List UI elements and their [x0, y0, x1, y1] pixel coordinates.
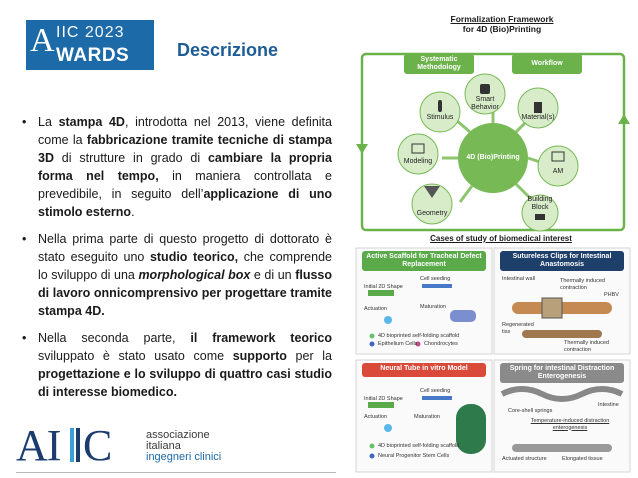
- c3-scaffold-legend: 4D bioprinted self-folding scaffold: [378, 443, 460, 449]
- legend-dot-green: [369, 333, 375, 339]
- case1-sheet: [368, 290, 394, 296]
- c2-contraction-bottom: Thermally induced contraction: [564, 340, 609, 353]
- thermometer-icon: [438, 100, 442, 112]
- aiic-bar-dark: [76, 428, 80, 462]
- framework-figure: Formalization Framework for 4D (Bio)Prin…: [352, 8, 634, 474]
- c3-actuation: Actuation: [364, 414, 387, 420]
- bullet-text: La stampa 4D, introdotta nel 2013, viene…: [38, 115, 332, 219]
- c1-scaffold-legend: 4D bioprinted self-folding scaffold: [378, 333, 460, 339]
- legend-dot-green: [369, 443, 375, 449]
- geometry-icon: [424, 186, 440, 198]
- bullet-item: • Nella seconda parte, il framework teor…: [22, 329, 332, 401]
- figure-title: Formalization Framework for 4D (Bio)Prin…: [450, 14, 554, 34]
- c2-regenerated: Regenerated tiss: [502, 322, 534, 335]
- node-modeling: Modeling: [403, 158, 433, 165]
- case1-seeded: [422, 284, 452, 288]
- logo-bottom: WARDS: [56, 45, 130, 66]
- aiic-bar-light: [70, 428, 74, 462]
- slide-title: Descrizione: [177, 40, 279, 60]
- cases-title: Cases of study of biomedical interest: [430, 234, 572, 243]
- chip-icon: [480, 84, 490, 94]
- case3-sheet: [368, 402, 394, 408]
- bullet-item: • La stampa 4D, introdotta nel 2013, vie…: [22, 113, 332, 221]
- bullet-text: Nella seconda parte, il framework teoric…: [38, 331, 332, 399]
- modeling-icon: [411, 143, 425, 154]
- aiic-letters: AI: [16, 421, 61, 470]
- c4-core-shell: Core-shell springs: [508, 408, 553, 414]
- footer-divider: [16, 472, 336, 473]
- c1-cell-seeding: Cell seeding: [420, 276, 451, 282]
- node-geometry: Geometry: [416, 210, 448, 217]
- c4-elongated: Elongated tissue: [562, 456, 603, 462]
- bullet-item: • Nella prima parte di questo progetto d…: [22, 230, 332, 320]
- center-circle: [458, 123, 528, 193]
- aiic-logo: AI C associazione italiana ingegneri cli…: [16, 420, 336, 474]
- legend-dot-blue: [369, 341, 375, 347]
- c4-temperature: Temperature-induced distraction enteroge…: [530, 418, 610, 431]
- legend-dot-blue: [369, 453, 375, 459]
- c1-maturation: Maturation: [420, 304, 446, 310]
- node-smart-behavior: Smart Behavior: [471, 96, 499, 111]
- case3-header: Neural Tube in vitro Model: [362, 363, 486, 377]
- case4-intestine: [500, 386, 624, 402]
- printer-icon: [551, 151, 565, 162]
- material-icon: [534, 102, 542, 113]
- case2-header: Sutureless Clips for Intestinal Anastomo…: [500, 251, 624, 271]
- bullet-dot: •: [22, 331, 27, 345]
- c1-chondrocytes-legend: Chondrocytes: [424, 341, 458, 347]
- aiic-letter-c: C: [83, 421, 113, 470]
- pill-systematic-methodology: Systematic Methodology: [404, 54, 474, 74]
- awards-logo: A IIC 2023 WARDS: [26, 20, 154, 70]
- c1-epithelium-legend: Epithelium Cells: [378, 341, 418, 347]
- legend-dot-pink: [415, 341, 421, 347]
- pill-workflow: Workflow: [512, 54, 582, 74]
- node-am: AM: [552, 168, 564, 175]
- block-icon: [535, 214, 545, 220]
- case1-tube: [450, 310, 476, 322]
- c2-intestinal-wall: Intestinal wall: [502, 276, 536, 282]
- logo-letter: A: [30, 22, 55, 59]
- framework-frame: [360, 52, 626, 232]
- c2-phbv: PHBV: [604, 292, 619, 298]
- c3-neural-legend: Neural Progenitor Stem Cells: [378, 453, 450, 459]
- node-stimulus: Stimulus: [426, 114, 454, 121]
- case3-tube: [456, 404, 486, 454]
- c4-actuated: Actuated structure: [502, 456, 547, 462]
- aiic-name: associazione italiana ingegneri clinici: [146, 429, 222, 463]
- case2-regenerated: [522, 330, 602, 338]
- c1-initial-shape: Initial 2D Shape: [364, 284, 403, 290]
- bullet-list: • La stampa 4D, introdotta nel 2013, vie…: [22, 113, 332, 410]
- c2-contraction-top: Thermally induced contraction: [560, 278, 605, 291]
- c3-maturation: Maturation: [414, 414, 440, 420]
- case4-header: Spring for intestinal Distraction Entero…: [500, 363, 624, 383]
- center-label: 4D (Bio)Printing: [466, 154, 520, 161]
- c1-actuation: Actuation: [364, 306, 387, 312]
- bullet-dot: •: [22, 115, 27, 129]
- logo-top: IIC 2023: [56, 24, 125, 41]
- case1-header: Active Scaffold for Tracheal Defect Repl…: [362, 251, 486, 271]
- case4-tissue: [512, 444, 612, 452]
- case3-seeded: [422, 396, 452, 400]
- arrow-up-icon: [618, 114, 630, 124]
- node-materials: Material(s): [521, 114, 555, 121]
- drop-icon: [384, 316, 392, 324]
- c3-cell-seeding: Cell seeding: [420, 388, 451, 394]
- case2-clip: [541, 297, 563, 319]
- spokes: [442, 106, 547, 203]
- c4-intestine: Intestine: [598, 402, 619, 408]
- drop-icon: [384, 424, 392, 432]
- node-building-block: Building Block: [527, 196, 553, 211]
- bullet-text: Nella prima parte di questo progetto di …: [38, 232, 332, 318]
- c3-initial-shape: Initial 2D Shape: [364, 396, 403, 402]
- arrow-down-icon: [356, 144, 368, 154]
- bullet-dot: •: [22, 232, 27, 246]
